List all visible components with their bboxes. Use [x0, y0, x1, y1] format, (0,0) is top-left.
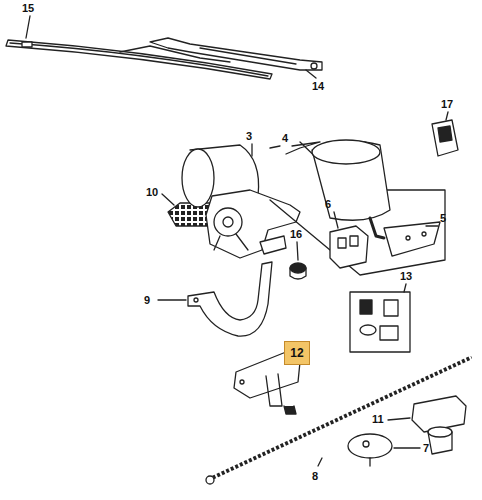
callout-number: 8 — [312, 470, 318, 482]
callout-number: 15 — [22, 2, 34, 14]
callout-number: 11 — [372, 413, 384, 425]
callout-number: 7 — [423, 442, 429, 454]
callout-number: 17 — [441, 98, 453, 110]
callout-number: 5 — [440, 212, 446, 224]
callout-number: 16 — [290, 228, 302, 240]
callout-box: 12 — [284, 341, 310, 365]
callout-number: 6 — [325, 198, 331, 210]
callout-number: 4 — [282, 132, 288, 144]
callout-number: 13 — [400, 270, 412, 282]
callout-number: 3 — [246, 130, 252, 142]
callout-number: 9 — [144, 294, 150, 306]
callout-number: 12 — [290, 347, 303, 360]
callout-number: 10 — [146, 186, 158, 198]
callout-number: 14 — [312, 80, 324, 92]
